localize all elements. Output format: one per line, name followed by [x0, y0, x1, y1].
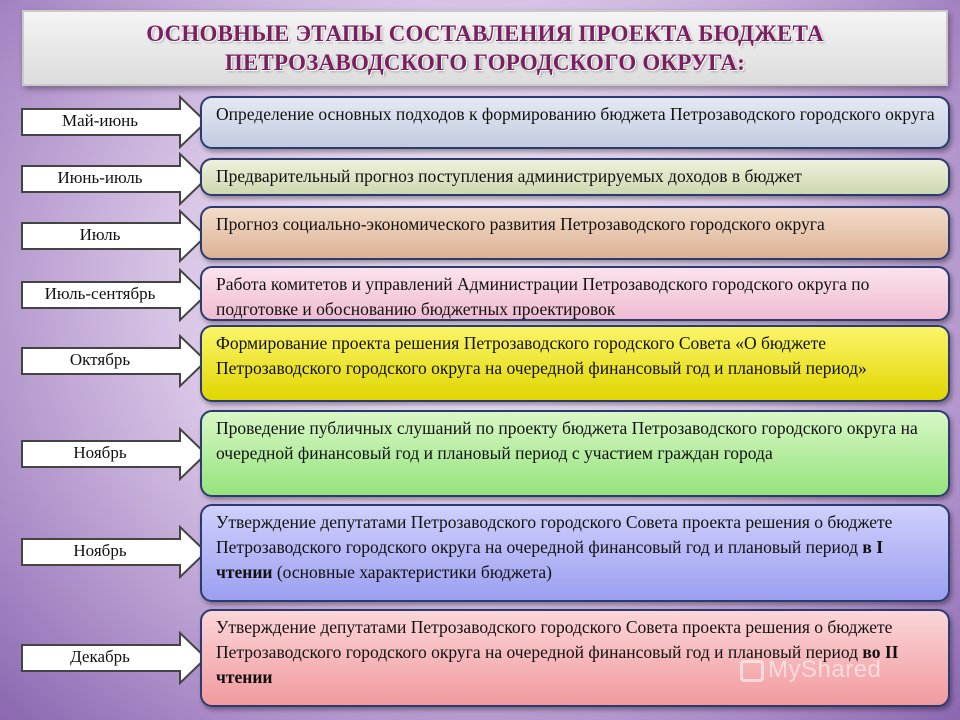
stage-box-2: Предварительный прогноз поступления адми…	[200, 158, 950, 196]
period-label: Ноябрь	[73, 541, 127, 560]
stage-text: Определение основных подходов к формиров…	[216, 104, 935, 124]
page-title-line-2: ПЕТРОЗАВОДСКОГО ГОРОДСКОГО ОКРУГА:	[224, 50, 746, 75]
period-label: Ноябрь	[73, 443, 127, 462]
stage-text: Формирование проекта решения Петрозаводс…	[216, 333, 867, 378]
stage-text: Предварительный прогноз поступления адми…	[216, 166, 802, 186]
watermark-logo-icon	[740, 660, 764, 682]
stage-text: Прогноз социально-экономического развити…	[216, 214, 825, 234]
arrow-shape	[21, 427, 208, 481]
page-title-line-1: ОСНОВНЫЕ ЭТАПЫ СОСТАВЛЕНИЯ ПРОЕКТА БЮДЖЕ…	[146, 21, 824, 46]
arrow-shape	[21, 334, 208, 388]
arrow-shape	[21, 525, 208, 579]
stage-box-5: Формирование проекта решения Петрозаводс…	[200, 325, 950, 402]
stage-box-4: Работа комитетов и управлений Администра…	[200, 266, 950, 321]
stage-text-bold: во II чтении	[216, 642, 899, 687]
stage-text: Утверждение депутатами Петрозаводского г…	[216, 512, 893, 557]
period-label: Июль-сентябрь	[44, 284, 156, 303]
stage-box-7: Утверждение депутатами Петрозаводского г…	[200, 504, 950, 602]
arrow-shape	[21, 631, 208, 685]
stage-box-3: Прогноз социально-экономического развити…	[200, 206, 950, 260]
period-label: Июль	[79, 225, 121, 244]
stage-text-bold: в I чтении	[216, 537, 884, 582]
arrow-shape	[21, 95, 208, 149]
title-box: ОСНОВНЫЕ ЭТАПЫ СОСТАВЛЕНИЯ ПРОЕКТА БЮДЖЕ…	[22, 10, 948, 86]
arrow-shape	[21, 268, 208, 322]
stage-text-tail: (основные характеристики бюджета)	[272, 562, 552, 582]
period-label: Май-июнь	[61, 111, 139, 130]
stage-box-8: Утверждение депутатами Петрозаводского г…	[200, 609, 950, 707]
period-label: Июнь-июль	[57, 168, 143, 187]
stage-box-1: Определение основных подходов к формиров…	[200, 96, 950, 149]
watermark: MyShared	[768, 656, 882, 683]
period-label: Октябрь	[69, 350, 131, 369]
period-label: Декабрь	[70, 647, 130, 666]
arrow-shape	[21, 209, 208, 263]
stage-text: Работа комитетов и управлений Администра…	[216, 274, 870, 319]
stage-box-6: Проведение публичных слушаний по проекту…	[200, 410, 950, 497]
arrow-shape	[21, 152, 208, 206]
stage-text: Утверждение депутатами Петрозаводского г…	[216, 617, 893, 662]
stage-text: Проведение публичных слушаний по проекту…	[216, 418, 918, 463]
